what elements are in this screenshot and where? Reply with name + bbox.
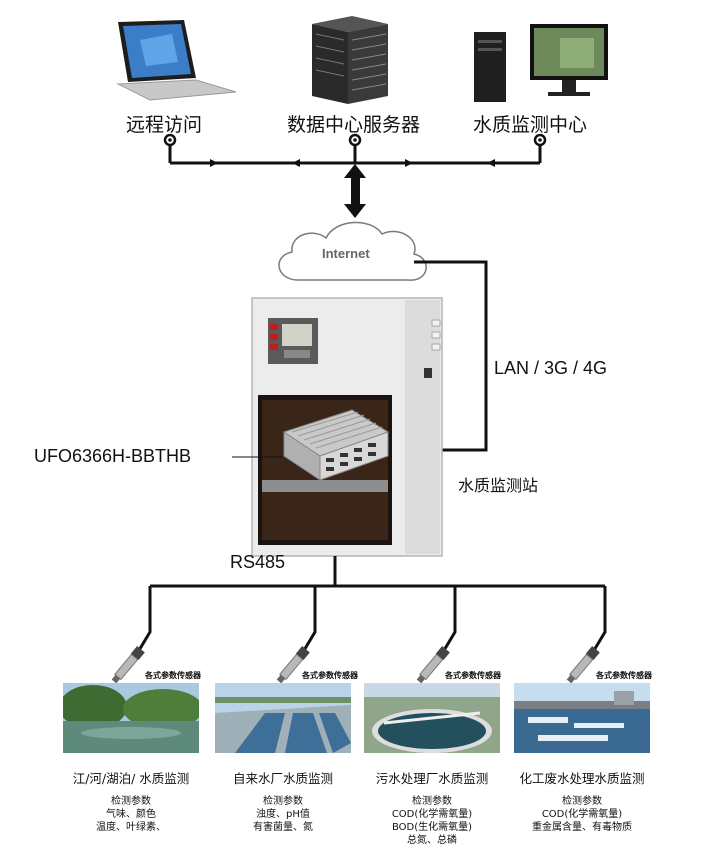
laptop-icon <box>116 20 237 101</box>
server-rack-icon <box>312 16 388 104</box>
site-title-sewage: 污水处理厂水质监测 <box>375 771 489 786</box>
internet-label: Internet <box>322 246 370 261</box>
site-title-chemical: 化工废水处理水质监测 <box>519 771 645 786</box>
site-title-waterworks: 自来水厂水质监测 <box>232 771 333 786</box>
params-chemical: 检测参数 COD(化学需氧量) 重金属含量、有毒物质 <box>514 795 650 834</box>
param-line: 温度、叶绿素、 <box>96 822 166 833</box>
station-label: 水质监测站 <box>458 476 539 495</box>
site-title-river: 江/河/湖泊/ 水质监测 <box>72 771 190 786</box>
param-line: 浊度、pH值 <box>256 809 310 820</box>
sensor-tag-1: 各式参数传感器 <box>145 671 201 680</box>
params-river: 检测参数 气味、颜色 温度、叶绿素、 <box>63 795 199 834</box>
device-model-label: UFO6366H-BBTHB <box>34 446 192 466</box>
param-line: BOD(生化需氧量) <box>391 822 473 833</box>
monitoring-center-label: 水质监测中心 <box>473 114 588 136</box>
workstation-icon <box>474 24 608 102</box>
param-line: COD(化学需氧量) <box>391 809 473 820</box>
sensor-4 <box>566 646 600 684</box>
sensor-3 <box>416 646 450 684</box>
param-line: 检测参数 <box>263 796 303 807</box>
params-waterworks: 检测参数 浊度、pH值 有害菌量、氮 <box>215 795 351 834</box>
remote-access-label: 远程访问 <box>126 114 203 136</box>
param-line: 检测参数 <box>412 796 452 807</box>
sensor-tag-2: 各式参数传感器 <box>302 671 358 680</box>
internet-cloud <box>278 221 427 281</box>
datacenter-server-label: 数据中心服务器 <box>287 114 421 136</box>
sensor-2 <box>276 646 310 684</box>
rs485-label: RS485 <box>230 552 286 572</box>
sewage-plant-photo <box>364 683 500 753</box>
param-line: 有害菌量、氮 <box>253 822 313 833</box>
river-lake-photo <box>63 683 199 753</box>
chemical-wastewater-photo <box>514 683 650 753</box>
params-sewage: 检测参数 COD(化学需氧量) BOD(生化需氧量) 总氮、总磷 <box>364 795 500 847</box>
param-line: 检测参数 <box>111 796 151 807</box>
param-line: 总氮、总磷 <box>407 835 457 846</box>
param-line: 检测参数 <box>562 796 602 807</box>
monitoring-cabinet <box>251 297 443 557</box>
param-line: COD(化学需氧量) <box>541 809 623 820</box>
sensor-tag-4: 各式参数传感器 <box>596 671 652 680</box>
sensor-1 <box>111 646 145 684</box>
param-line: 重金属含量、有毒物质 <box>532 822 632 833</box>
waterworks-photo <box>215 683 351 753</box>
sensor-tag-3: 各式参数传感器 <box>445 671 501 680</box>
param-line: 气味、颜色 <box>106 809 156 820</box>
lan-label: LAN / 3G / 4G <box>494 358 608 378</box>
